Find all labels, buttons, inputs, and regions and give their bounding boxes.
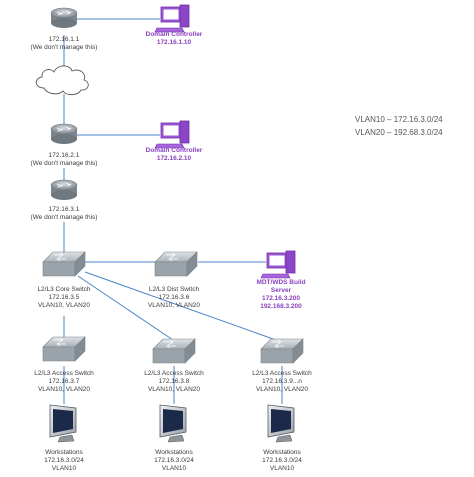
mdt-label: MDT/WDS Build Server 172.16.3.200 192.16… [241, 279, 321, 311]
switch-dist [154, 251, 198, 277]
switch-icon [42, 251, 86, 277]
server-ip-2: 192.168.3.200 [260, 303, 302, 310]
workstation-1-label: Workstations 172.16.3.0/24 VLAN10 [24, 449, 104, 473]
workstation-subnet: 172.16.3.0/24 [154, 457, 194, 464]
domain-controller-2 [154, 120, 190, 149]
workstation-vlan: VLAN10 [161, 465, 187, 472]
monitor-icon [49, 404, 77, 443]
access-switch-3-label: L2/L3 Access Switch 172.16.3.9...n VLAN1… [242, 370, 322, 394]
workstation-name: Workstations [45, 449, 83, 456]
core-switch-label: L2/L3 Core Switch 172.16.3.5 VLAN10, VLA… [24, 286, 104, 310]
switch-name: L2/L3 Access Switch [252, 370, 312, 377]
server-role: Domain Controller [145, 147, 203, 154]
switch-icon [152, 338, 196, 364]
server-icon [260, 250, 296, 279]
dc1-label: Domain Controller 172.16.1.10 [134, 31, 214, 47]
switch-ip: 172.16.3.9...n [262, 378, 302, 385]
switch-ip: 172.16.3.5 [48, 294, 80, 301]
vlan-info: VLAN10 – 172.16.3.0/24 VLAN20 – 192.68.3… [355, 113, 443, 139]
monitor-icon [267, 404, 295, 443]
router-note: (We don't manage this) [30, 214, 98, 221]
monitor-icon [159, 404, 187, 443]
switch-vlans: VLAN10, VLAN20 [37, 386, 91, 393]
switch-ip: 172.16.3.6 [158, 294, 190, 301]
workstation-2 [159, 404, 187, 443]
switch-vlans: VLAN10, VLAN20 [37, 302, 91, 309]
router-r3-label: 172.16.3.1 (We don't manage this) [24, 206, 104, 222]
router-icon [50, 123, 78, 144]
dc2-label: Domain Controller 172.16.2.10 [134, 147, 214, 163]
access-switch-1-label: L2/L3 Access Switch 172.16.3.7 VLAN10, V… [24, 370, 104, 394]
link-core-acc2 [77, 275, 174, 341]
switch-name: L2/L3 Dist Switch [148, 286, 200, 293]
switch-icon [154, 251, 198, 277]
router-r1 [50, 7, 78, 28]
vlan-info-line-1: VLAN10 – 172.16.3.0/24 [355, 115, 443, 124]
router-icon [50, 7, 78, 28]
workstation-name: Workstations [155, 449, 193, 456]
workstation-3 [267, 404, 295, 443]
router-r2-label: 172.16.2.1 (We don't manage this) [24, 152, 104, 168]
workstation-name: Workstations [263, 449, 301, 456]
server-ip: 172.16.2.10 [156, 155, 192, 162]
server-ip: 172.16.1.10 [156, 39, 192, 46]
workstation-1 [49, 404, 77, 443]
server-icon [154, 4, 190, 33]
dist-switch-label: L2/L3 Dist Switch 172.16.3.6 VLAN10, VLA… [134, 286, 214, 310]
router-note: (We don't manage this) [30, 44, 98, 51]
access-switch-2-label: L2/L3 Access Switch 172.16.3.8 VLAN10, V… [134, 370, 214, 394]
server-role-2: Server [270, 287, 292, 294]
switch-access-1 [42, 336, 86, 362]
switch-icon [260, 338, 304, 364]
switch-vlans: VLAN10, VLAN20 [147, 386, 201, 393]
router-r2 [50, 123, 78, 144]
workstation-2-label: Workstations 172.16.3.0/24 VLAN10 [134, 449, 214, 473]
workstation-vlan: VLAN10 [51, 465, 77, 472]
router-ip: 172.16.3.1 [48, 206, 80, 213]
router-r3 [50, 179, 78, 200]
switch-vlans: VLAN10, VLAN20 [147, 302, 201, 309]
switch-access-3 [260, 338, 304, 364]
workstation-subnet: 172.16.3.0/24 [262, 457, 302, 464]
router-r1-label: 172.16.1.1 (We don't manage this) [24, 36, 104, 52]
workstation-subnet: 172.16.3.0/24 [44, 457, 84, 464]
domain-controller-1 [154, 4, 190, 33]
workstation-3-label: Workstations 172.16.3.0/24 VLAN10 [242, 449, 322, 473]
server-ip: 172.16.3.200 [262, 295, 300, 302]
server-role: MDT/WDS Build [256, 279, 306, 286]
switch-name: L2/L3 Core Switch [37, 286, 91, 293]
router-ip: 172.16.2.1 [48, 152, 80, 159]
switch-ip: 172.16.3.7 [48, 378, 80, 385]
switch-vlans: VLAN10, VLAN20 [255, 386, 309, 393]
workstation-vlan: VLAN10 [269, 465, 295, 472]
router-icon [50, 179, 78, 200]
switch-icon [42, 336, 86, 362]
vlan-info-line-2: VLAN20 – 192.68.3.0/24 [355, 128, 443, 137]
connections [63, 18, 283, 404]
mdt-wds-server [260, 250, 296, 279]
switch-access-2 [152, 338, 196, 364]
switch-name: L2/L3 Access Switch [144, 370, 204, 377]
switch-name: L2/L3 Access Switch [34, 370, 94, 377]
router-note: (We don't manage this) [30, 160, 98, 167]
cloud-icon [35, 65, 89, 96]
server-icon [154, 120, 190, 149]
router-ip: 172.16.1.1 [48, 36, 80, 43]
link-core-acc3 [84, 271, 277, 341]
switch-ip: 172.16.3.8 [158, 378, 190, 385]
switch-core [42, 251, 86, 277]
server-role: Domain Controller [145, 31, 203, 38]
